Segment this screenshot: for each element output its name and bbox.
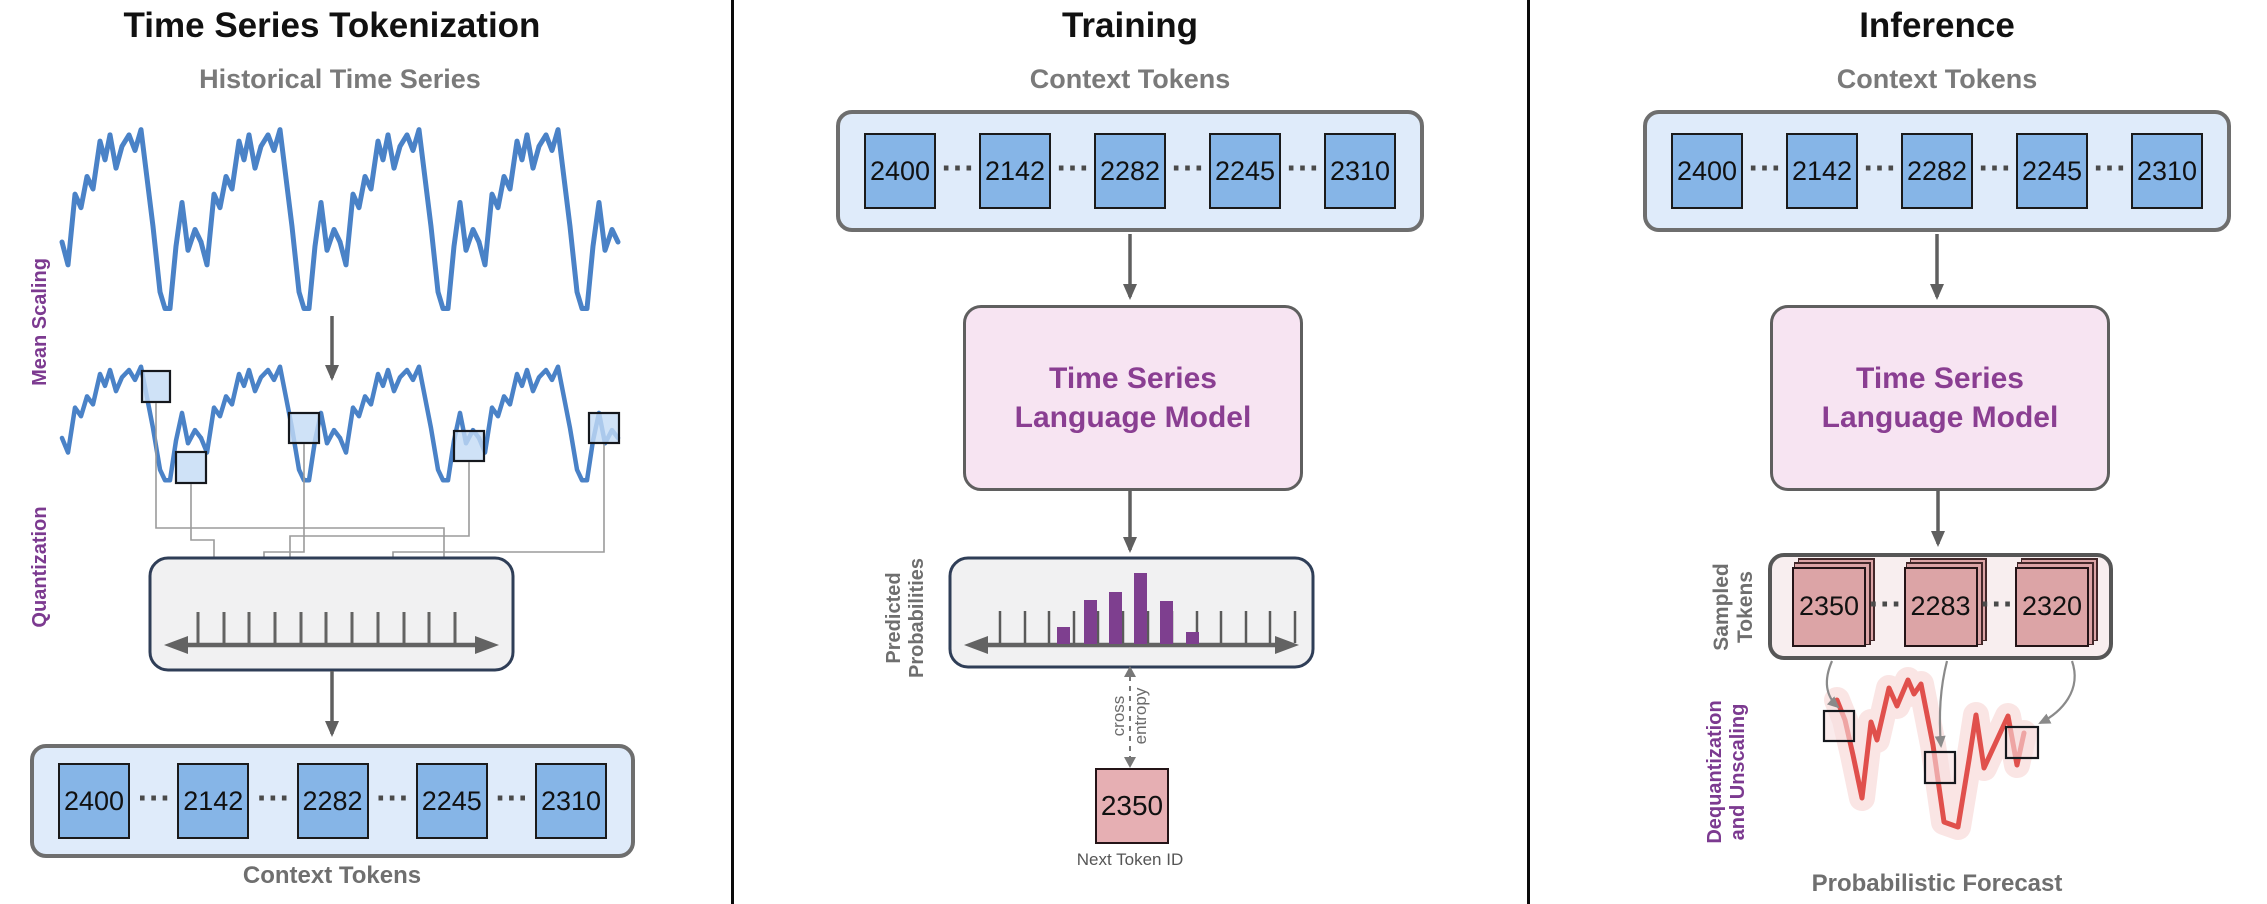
context-tokens-caption: Context Tokens bbox=[242, 862, 422, 889]
predicted-probabilities-label: Predicted Probabilities bbox=[882, 498, 930, 738]
panel-title-training: Training bbox=[1061, 6, 1199, 45]
sampled-tokens-line2: Tokens bbox=[1734, 571, 1757, 643]
token: 2282 bbox=[1094, 133, 1166, 209]
token: 2142 bbox=[177, 763, 250, 839]
quantization-box bbox=[148, 556, 515, 672]
ellipsis: ⋯ bbox=[1979, 584, 2014, 623]
ellipsis: ⋯ bbox=[494, 779, 529, 817]
model-label-line1: Time Series bbox=[1856, 362, 2024, 395]
ellipsis: ⋯ bbox=[136, 779, 171, 817]
time-series-language-model-box: Time Series Language Model bbox=[1770, 305, 2110, 491]
sampled-tokens-container: 2350 ⋯ 2283 ⋯ 2320 bbox=[1768, 553, 2113, 660]
token: 2310 bbox=[1324, 133, 1396, 209]
token: 2245 bbox=[1209, 133, 1281, 209]
token: 2282 bbox=[296, 763, 369, 839]
forecast-point-boxes bbox=[1822, 709, 2040, 785]
model-label-line1: Time Series bbox=[1049, 362, 1217, 395]
token: 2142 bbox=[979, 133, 1051, 209]
quantization-label: Quantization bbox=[28, 480, 52, 654]
predicted-probabilities-line1: Predicted bbox=[883, 572, 905, 664]
panel-divider bbox=[731, 0, 734, 904]
token: 2400 bbox=[1671, 133, 1743, 209]
ellipsis: ⋯ bbox=[1170, 149, 1205, 187]
historical-series-line bbox=[62, 130, 618, 309]
cross-entropy-dashed-arrow bbox=[1124, 666, 1136, 768]
sampled-tokens-line1: Sampled bbox=[1709, 563, 1733, 651]
context-tokens-heading: Context Tokens bbox=[1836, 64, 2038, 94]
forecast-point-box bbox=[1923, 750, 1957, 785]
probabilistic-forecast-caption: Probabilistic Forecast bbox=[1811, 870, 2063, 897]
highlight-box bbox=[287, 411, 321, 445]
sampling-arrows bbox=[1825, 660, 2076, 748]
token: 2245 bbox=[415, 763, 488, 839]
time-series-language-model-box: Time Series Language Model bbox=[963, 305, 1303, 491]
cross-entropy-line1: cross bbox=[1109, 695, 1128, 737]
panel-title-inference: Inference bbox=[1859, 6, 2015, 45]
sampled-token-card: 2320 bbox=[2015, 566, 2089, 647]
context-tokens-container: 2400 ⋯ 2142 ⋯ 2282 ⋯ 2245 ⋯ 2310 bbox=[1643, 110, 2231, 232]
ellipsis: ⋯ bbox=[1055, 149, 1090, 187]
context-tokens-container: 2400 ⋯ 2142 ⋯ 2282 ⋯ 2245 ⋯ 2310 bbox=[836, 110, 1424, 232]
forecast-point-box bbox=[2004, 725, 2040, 760]
highlight-box bbox=[587, 411, 621, 445]
ellipsis: ⋯ bbox=[1867, 584, 1902, 623]
ellipsis: ⋯ bbox=[1747, 149, 1782, 187]
highlight-box bbox=[452, 429, 486, 463]
sampling-arrow bbox=[1825, 660, 1840, 709]
ellipsis: ⋯ bbox=[255, 779, 290, 817]
probability-histogram-bars bbox=[1057, 573, 1199, 644]
sampling-arrow bbox=[2038, 660, 2076, 724]
sampled-token-card: 2283 bbox=[1903, 566, 1978, 647]
next-token-id-caption: Next Token ID bbox=[1076, 850, 1184, 869]
mean-scaling-text: Mean Scaling bbox=[28, 258, 51, 386]
model-label-line2: Language Model bbox=[1821, 401, 2059, 434]
ellipsis: ⋯ bbox=[1285, 149, 1320, 187]
predicted-probabilities-line2: Probabilities bbox=[906, 557, 928, 679]
token: 2310 bbox=[2131, 133, 2203, 209]
token: 2282 bbox=[1901, 133, 1973, 209]
token: 2310 bbox=[535, 763, 607, 839]
context-tokens-container: 2400 ⋯ 2142 ⋯ 2282 ⋯ 2245 ⋯ 2310 bbox=[30, 744, 635, 858]
historical-series-heading: Historical Time Series bbox=[199, 64, 481, 94]
dequantization-label: Dequantization and Unscaling bbox=[1704, 647, 1749, 897]
token: 2400 bbox=[864, 133, 936, 209]
forecast-line bbox=[1834, 677, 2027, 830]
quantization-axis bbox=[164, 612, 499, 654]
ellipsis: ⋯ bbox=[2092, 149, 2127, 187]
sampled-token-card: 2350 bbox=[1792, 566, 1866, 647]
mean-scaling-label: Mean Scaling bbox=[28, 230, 52, 414]
token-highlight-boxes bbox=[140, 369, 621, 485]
dequantization-line2: and Unscaling bbox=[1727, 703, 1749, 841]
ellipsis: ⋯ bbox=[1977, 149, 2012, 187]
ellipsis: ⋯ bbox=[940, 149, 975, 187]
token: 2142 bbox=[1786, 133, 1858, 209]
context-tokens-heading: Context Tokens bbox=[1029, 64, 1231, 94]
quantization-text: Quantization bbox=[28, 506, 51, 628]
forecast-point-box bbox=[1822, 709, 1856, 743]
model-label-line2: Language Model bbox=[1014, 401, 1252, 434]
token: 2245 bbox=[2016, 133, 2088, 209]
cross-entropy-line2: entropy bbox=[1131, 687, 1150, 745]
predicted-probabilities-box bbox=[948, 556, 1315, 669]
highlight-box bbox=[174, 450, 208, 485]
token: 2400 bbox=[58, 763, 130, 839]
next-token-id-box: 2350 bbox=[1095, 768, 1169, 844]
sampling-arrow bbox=[1934, 660, 1949, 748]
highlight-box bbox=[140, 369, 172, 404]
ellipsis: ⋯ bbox=[1862, 149, 1897, 187]
cross-entropy-label: cross entropy bbox=[1108, 656, 1152, 776]
ellipsis: ⋯ bbox=[375, 779, 410, 817]
dequantization-line1: Dequantization bbox=[1704, 700, 1726, 844]
panel-divider bbox=[1527, 0, 1530, 904]
panel-title-tokenization: Time Series Tokenization bbox=[123, 6, 541, 45]
